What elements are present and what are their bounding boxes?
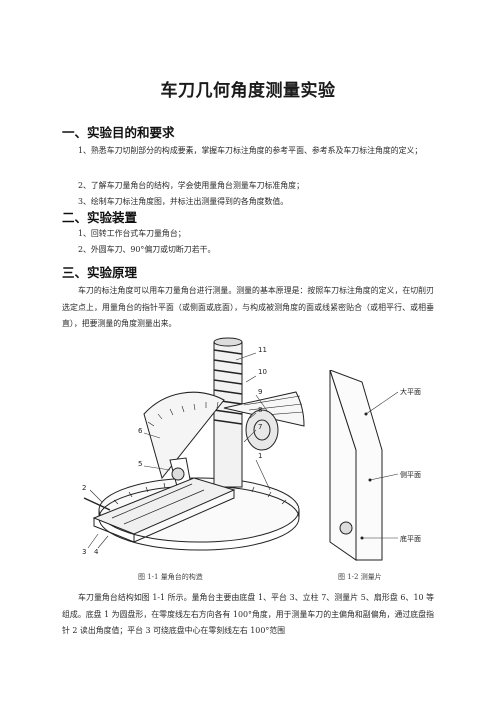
callout-9: 9 bbox=[258, 388, 262, 396]
callout-11: 11 bbox=[258, 346, 267, 354]
objectives-paragraph: 1、熟悉车刀切削部分的构成要素，掌握车刀标注角度的参考平面、参考系及车刀标注角度… bbox=[78, 146, 423, 155]
callout-7: 7 bbox=[258, 423, 262, 431]
callout-6: 6 bbox=[138, 427, 143, 435]
objectives-item-3: 3、绘制车刀标注角度图，并标注出测量得到的各角度数值。 bbox=[78, 197, 289, 206]
label-side-plane: 侧平面 bbox=[400, 470, 421, 479]
measuring-plate-figure: 大平面 侧平面 底平面 bbox=[329, 370, 421, 561]
section-heading-principle: 三、实验原理 bbox=[62, 265, 138, 280]
callout-4: 4 bbox=[94, 548, 99, 556]
figure2-caption: 图 1-2 测量片 bbox=[338, 573, 382, 581]
label-bottom-plane: 底平面 bbox=[400, 534, 421, 543]
protractor-figure: 11 10 9 8 7 1 6 5 2 3 4 bbox=[82, 337, 305, 556]
callout-3: 3 bbox=[82, 548, 86, 556]
structure-paragraph: 车刀量角台结构如图 1-1 所示。量角台主要由底盘 1、平台 3、立柱 7、测量… bbox=[62, 593, 434, 635]
callout-10: 10 bbox=[258, 368, 267, 376]
callout-8: 8 bbox=[258, 406, 262, 414]
section-heading-objectives: 一、实验目的和要求 bbox=[62, 125, 175, 140]
callout-1: 1 bbox=[258, 452, 262, 460]
section-heading-apparatus: 二、实验装置 bbox=[62, 210, 138, 225]
objectives-item-2: 2、了解车刀量角台的结构，学会使用量角台测量车刀标准角度； bbox=[78, 181, 304, 190]
callout-2: 2 bbox=[82, 484, 86, 492]
apparatus-item-1: 1、回转工作台式车刀量角台； bbox=[78, 229, 186, 238]
callout-5: 5 bbox=[138, 460, 142, 468]
label-large-plane: 大平面 bbox=[400, 387, 421, 396]
principle-paragraph: 车刀的标注角度可以用车刀量角台进行测量。测量的基本原理是：按照车刀标注角度的定义… bbox=[62, 286, 434, 328]
figure1-caption: 图 1-1 量角台的构造 bbox=[138, 573, 203, 581]
page-title: 车刀几何角度测量实验 bbox=[160, 81, 336, 101]
apparatus-item-2: 2、外圆车刀、90°偏刀或切断刀若干。 bbox=[78, 245, 216, 254]
